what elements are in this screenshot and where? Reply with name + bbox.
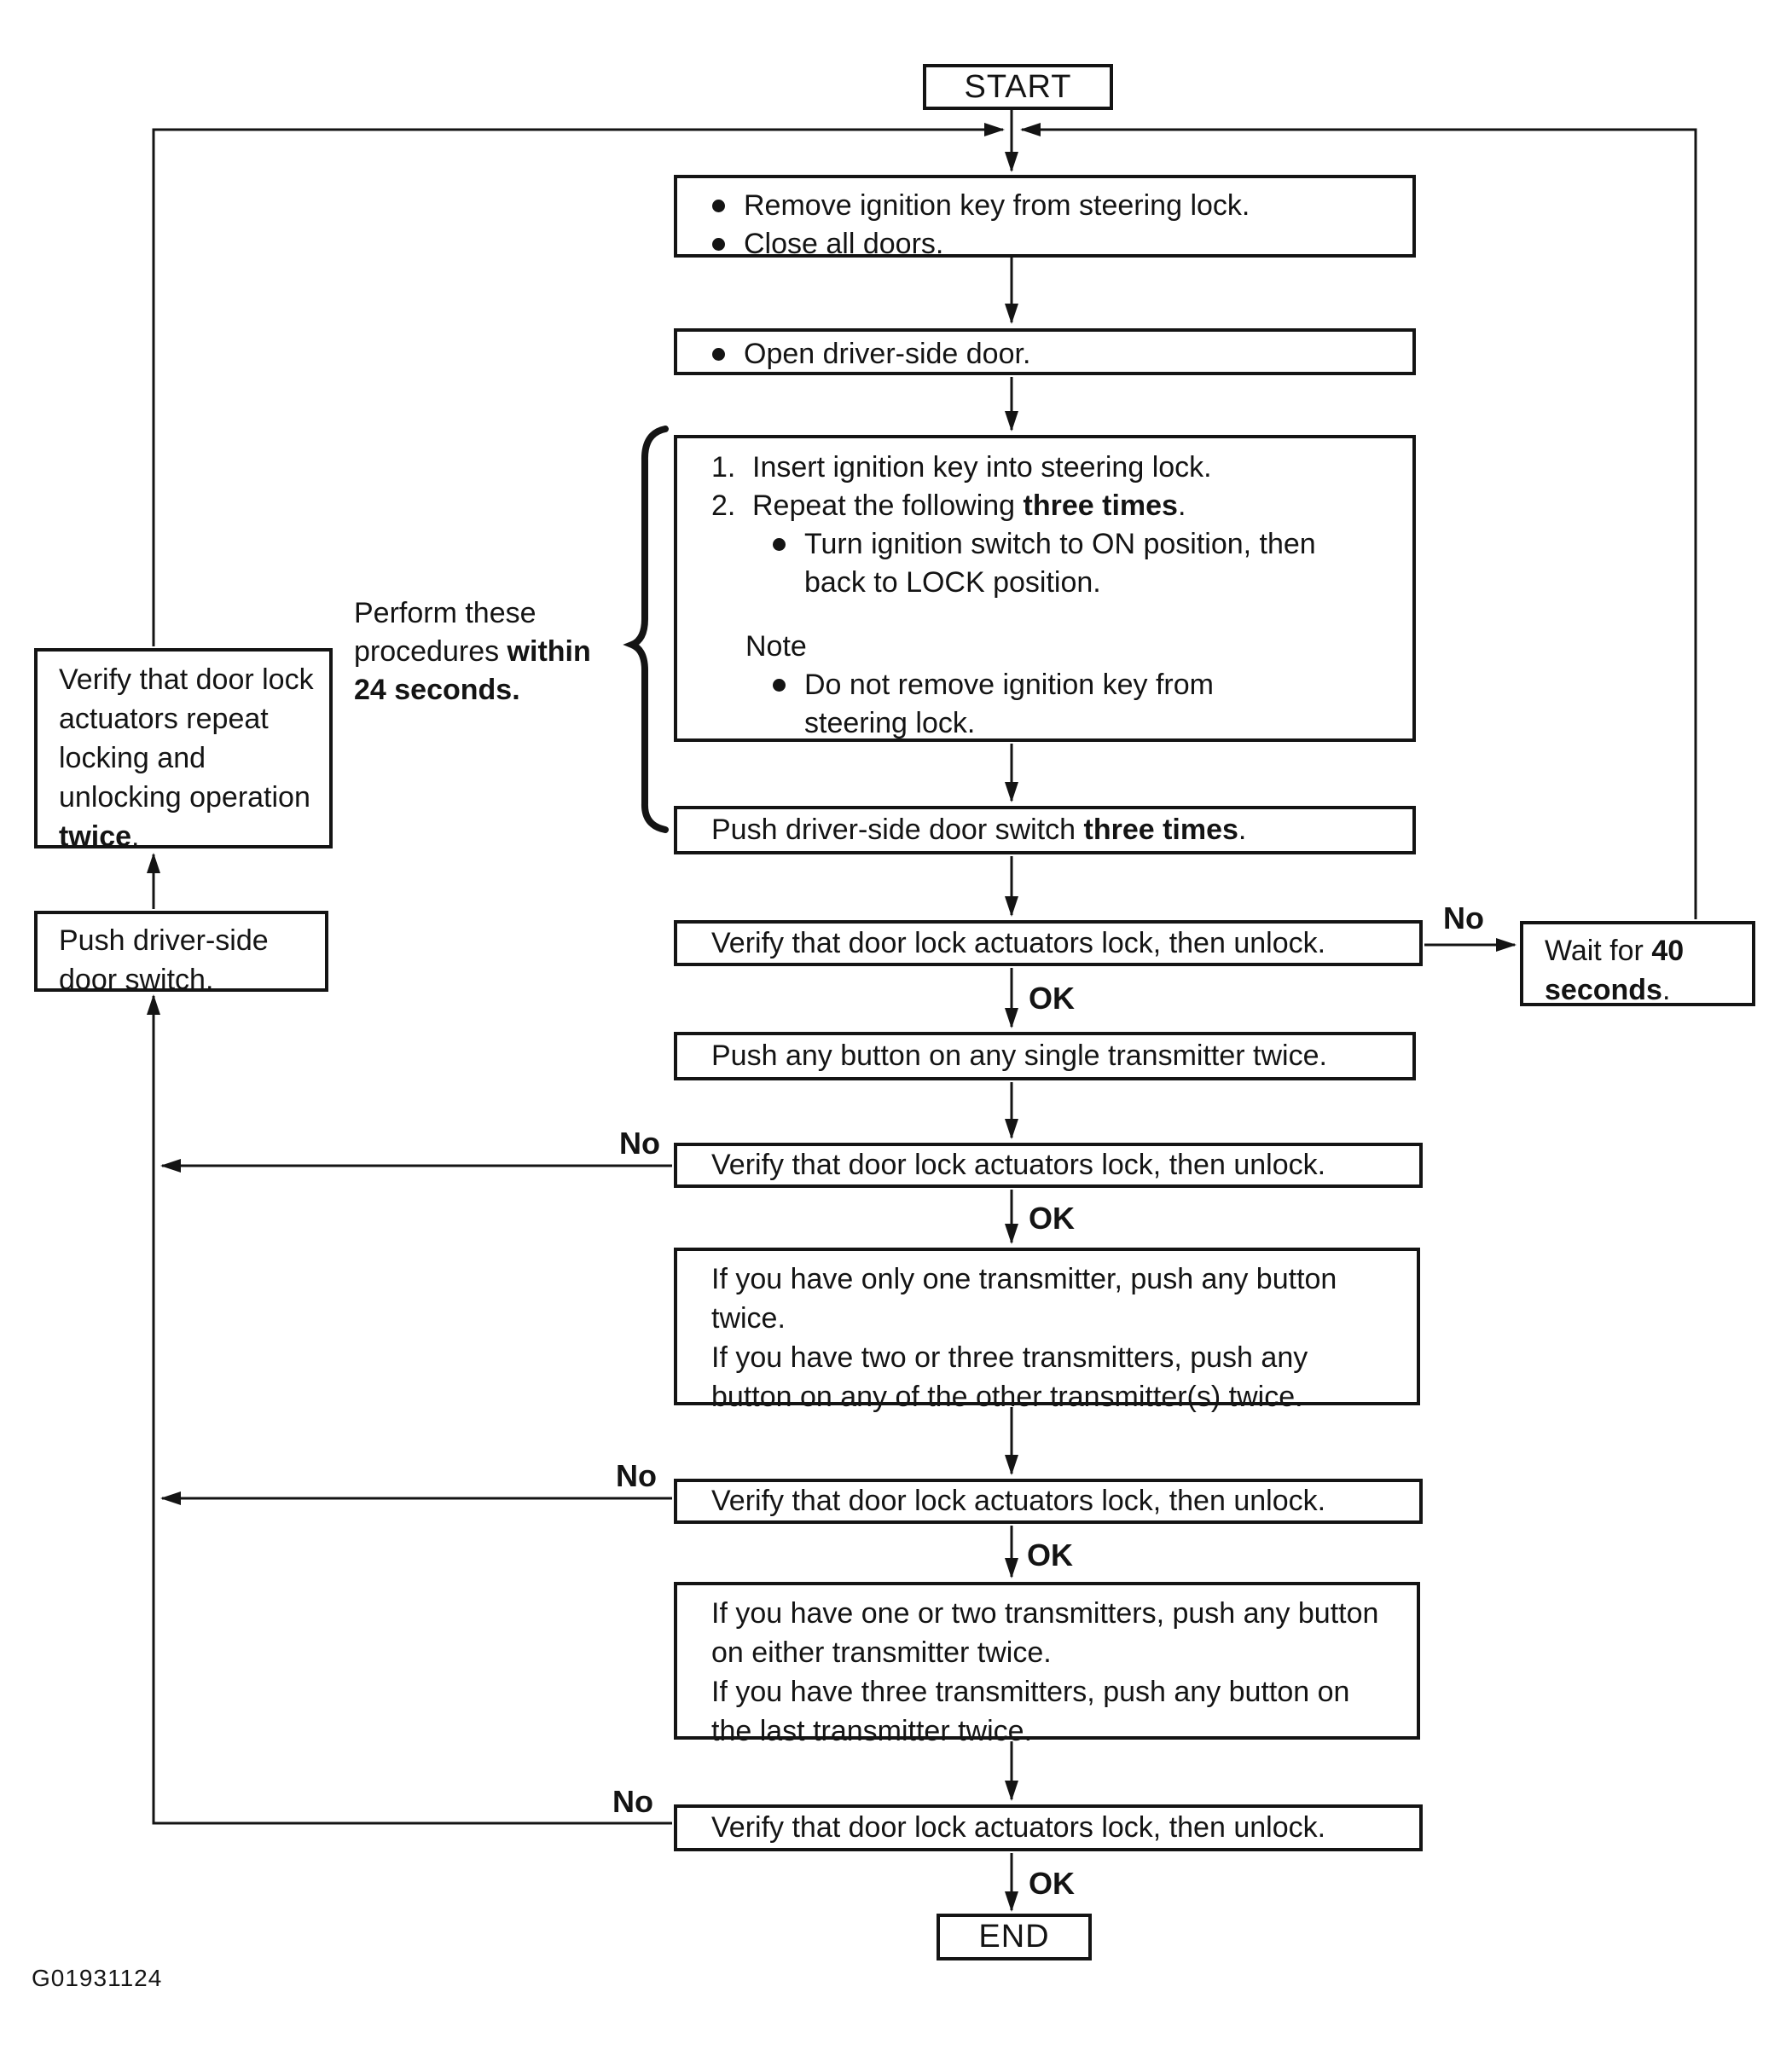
- verify-actuators-label: Verify that door lock actuators lock, th…: [711, 926, 1326, 959]
- verify-actuators-label: Verify that door lock actuators lock, th…: [711, 1149, 1326, 1181]
- verify-actuators-label: Verify that door lock actuators lock, th…: [711, 1811, 1326, 1844]
- end-node: END: [937, 1914, 1092, 1960]
- arrow-verify4-no-up-to-left-push: [147, 994, 672, 1825]
- loop-left-verify-to-top: [152, 123, 1005, 646]
- ok-label-1: OK: [1029, 981, 1075, 1016]
- wait-40-seconds-box: Wait for 40 seconds.: [1520, 921, 1755, 1006]
- verify-actuators-label: Verify that door lock actuators lock, th…: [711, 1485, 1326, 1517]
- list-item: Remove ignition key from steering lock.: [712, 187, 1391, 225]
- verify-actuators-box-1: Verify that door lock actuators lock, th…: [674, 920, 1423, 966]
- item-number: 1.: [711, 451, 736, 484]
- push-any-button-box: Push any button on any single transmitte…: [674, 1032, 1416, 1080]
- left-push-door-switch-box: Push driver-side door switch.: [34, 911, 328, 996]
- push-three-times-label: Push driver-side door switch three times…: [711, 814, 1247, 846]
- key-cycle-step-1: Insert ignition key into steering lock.: [752, 451, 1212, 484]
- if-one-or-two-line-1: If you have one or two transmitters, pus…: [711, 1597, 1379, 1669]
- left-verify-repeat-box: Verify that door lock actuators repeat l…: [34, 648, 333, 853]
- if-one-transmitter-line-2: If you have two or three transmitters, p…: [711, 1341, 1308, 1413]
- if-one-transmitter-box: If you have only one transmitter, push a…: [674, 1248, 1420, 1413]
- list-item: Do not remove ignition key from steering…: [773, 666, 1391, 743]
- list-item: Open driver-side door.: [712, 335, 1391, 374]
- bullet-icon: [773, 538, 786, 551]
- note-title: Note: [745, 630, 807, 663]
- list-item: Close all doors.: [712, 225, 1391, 264]
- item-number: 2.: [711, 489, 736, 522]
- if-one-transmitter-line-1: If you have only one transmitter, push a…: [711, 1263, 1337, 1335]
- prepare-box: Remove ignition key from steering lock. …: [674, 175, 1416, 260]
- numbered-item: 2. Repeat the following three times.: [711, 487, 1391, 525]
- list-item: Turn ignition switch to ON position, the…: [773, 525, 1391, 602]
- verify-actuators-box-4: Verify that door lock actuators lock, th…: [674, 1804, 1423, 1851]
- bullet-icon: [712, 348, 725, 361]
- bullet-icon: [773, 679, 786, 692]
- no-label-1: No: [1443, 901, 1484, 935]
- no-label-3: No: [616, 1458, 657, 1493]
- bullet-icon: [712, 200, 725, 212]
- end-label: END: [978, 1919, 1050, 1955]
- start-node: START: [923, 64, 1113, 110]
- verify-actuators-box-3: Verify that door lock actuators lock, th…: [674, 1479, 1423, 1524]
- if-one-or-two-transmitters-box: If you have one or two transmitters, pus…: [674, 1582, 1420, 1747]
- verify-actuators-box-2: Verify that door lock actuators lock, th…: [674, 1143, 1423, 1188]
- figure-id: G01931124: [32, 1965, 163, 1991]
- note-bullet: Do not remove ignition key from steering…: [804, 669, 1214, 739]
- if-one-or-two-line-2: If you have three transmitters, push any…: [711, 1676, 1350, 1747]
- push-any-button-label: Push any button on any single transmitte…: [711, 1040, 1327, 1072]
- grouping-brace-icon: [623, 426, 669, 833]
- left-verify-repeat-label: Verify that door lock actuators repeat l…: [59, 663, 314, 853]
- ok-label-3: OK: [1027, 1538, 1073, 1572]
- wait-40-seconds-label: Wait for 40 seconds.: [1545, 935, 1685, 1006]
- left-push-door-switch-label: Push driver-side door switch.: [59, 924, 269, 996]
- bullet-icon: [712, 238, 725, 251]
- no-label-4: No: [612, 1784, 653, 1819]
- start-label: START: [964, 68, 1072, 105]
- push-three-times-box: Push driver-side door switch three times…: [674, 806, 1416, 854]
- prepare-line-1: Remove ignition key from steering lock.: [744, 189, 1250, 222]
- open-door-line: Open driver-side door.: [744, 338, 1031, 370]
- open-door-box: Open driver-side door.: [674, 328, 1416, 375]
- brace-note-label: Perform these procedures within 24 secon…: [354, 597, 591, 706]
- numbered-item: 1. Insert ignition key into steering loc…: [711, 449, 1391, 487]
- loop-wait40-to-top: [1020, 123, 1697, 919]
- no-label-2: No: [619, 1126, 660, 1161]
- ok-label-4: OK: [1029, 1866, 1075, 1901]
- key-cycle-sub-bullet: Turn ignition switch to ON position, the…: [804, 528, 1316, 599]
- key-cycle-step-2: Repeat the following three times.: [752, 489, 1186, 522]
- key-cycle-box: 1. Insert ignition key into steering loc…: [674, 435, 1416, 742]
- ok-label-2: OK: [1029, 1201, 1075, 1236]
- prepare-line-2: Close all doors.: [744, 228, 944, 260]
